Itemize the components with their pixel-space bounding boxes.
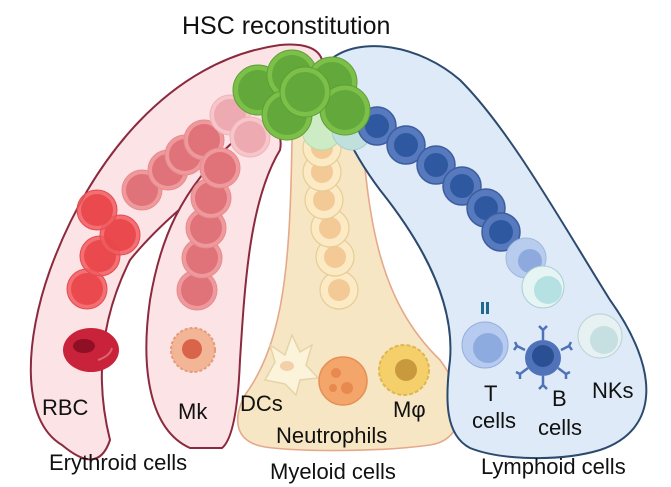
neutrophil-cell-icon	[318, 356, 368, 406]
nk-cell-icon	[577, 313, 623, 359]
macrophage-label: Mφ	[393, 397, 426, 422]
t-cells-label-line1: T	[484, 381, 498, 406]
t-cell-icon	[461, 302, 509, 369]
hsc-cell	[279, 66, 331, 118]
rbc-label: RBC	[42, 395, 89, 420]
rbc-cell-icon	[63, 328, 119, 372]
b-cell-icon	[513, 325, 573, 390]
erythroid-progenitor-cell	[76, 189, 118, 231]
t-cells-label-line2: cells	[472, 408, 517, 433]
erythroid-group-label: Erythroid cells	[49, 450, 188, 475]
b-cells-label-line2: cells	[538, 415, 583, 440]
dendritic-cell-icon	[263, 333, 320, 397]
b-cells-label-line1: B	[552, 386, 567, 411]
nks-label: NKs	[592, 378, 634, 403]
diagram-title: HSC reconstitution	[182, 12, 391, 40]
myeloid-progenitor-cell	[319, 270, 359, 310]
nk-progenitor-cell	[521, 265, 565, 309]
megakaryocyte-cell-icon	[170, 327, 216, 373]
mk-label: Mk	[178, 399, 208, 424]
myeloid-group-label: Myeloid cells	[270, 459, 396, 484]
mk-progenitor-cell	[199, 147, 241, 189]
lymphoid-group-label: Lymphoid cells	[481, 454, 626, 479]
dcs-label: DCs	[240, 391, 283, 416]
lymphoid-lineage-cells	[357, 106, 565, 309]
macrophage-cell-icon	[378, 344, 430, 396]
neutrophils-label: Neutrophils	[276, 423, 388, 448]
